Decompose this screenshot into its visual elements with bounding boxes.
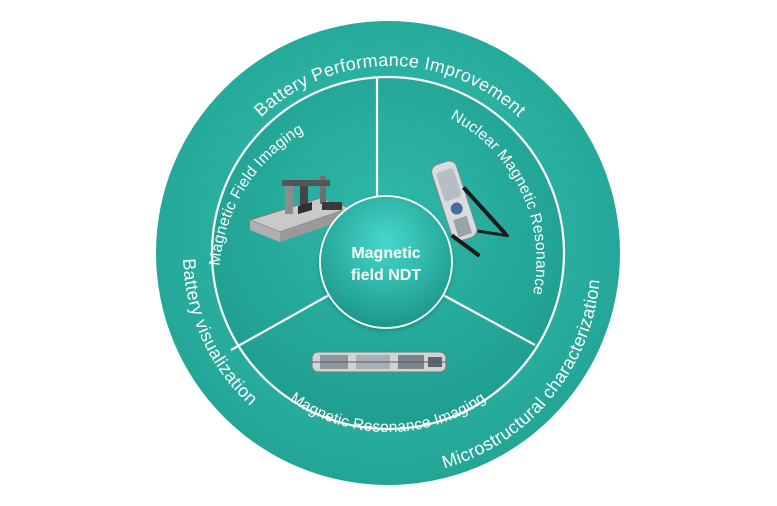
mri-probe-image <box>311 351 447 373</box>
magnetic-field-imaging-scanner-image <box>248 176 352 242</box>
divider-left <box>230 289 339 351</box>
center-label-line2: field NDT <box>351 267 421 284</box>
center-circle <box>319 195 453 329</box>
divider-right <box>433 289 536 346</box>
center-label-line1: Magnetic <box>351 245 420 262</box>
nmr-probe-image <box>431 160 509 258</box>
